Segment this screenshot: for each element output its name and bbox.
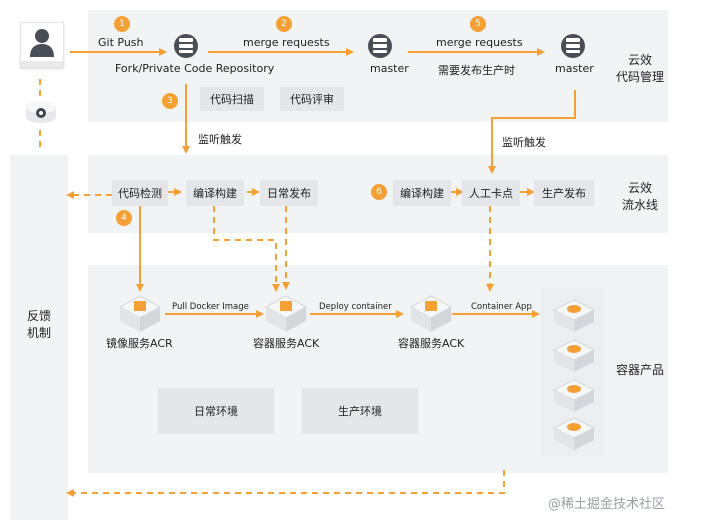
container-app-label: Container App bbox=[471, 302, 532, 312]
ack-label-1: 容器服务ACK bbox=[253, 337, 320, 350]
acr-label: 镜像服务ACR bbox=[106, 337, 173, 350]
daily-env-box: 日常环境 bbox=[158, 388, 274, 434]
master-2: master bbox=[555, 62, 594, 75]
daily-release-box[interactable]: 日常发布 bbox=[260, 180, 318, 206]
prod-env-box: 生产环境 bbox=[302, 388, 418, 434]
code-detect-box[interactable]: 代码检测 bbox=[112, 180, 168, 206]
feedback-label: 反馈 机制 bbox=[26, 309, 51, 340]
merge-requests-1: merge requests bbox=[243, 36, 330, 49]
release-note: 需要发布生产时 bbox=[438, 64, 515, 77]
step-2: 2 bbox=[276, 16, 292, 32]
step-1: 1 bbox=[114, 16, 130, 32]
git-push-label: Git Push bbox=[98, 36, 144, 49]
manual-gate-box[interactable]: 人工卡点 bbox=[462, 180, 520, 206]
step-6: 6 bbox=[371, 184, 387, 200]
deploy-container-label: Deploy container bbox=[319, 302, 392, 312]
listen-trigger-1: 监听触发 bbox=[198, 133, 242, 146]
step-3: 3 bbox=[162, 93, 178, 109]
container-lane-label: 容器产品 bbox=[615, 363, 664, 377]
master-1: master bbox=[370, 62, 409, 75]
step-4: 4 bbox=[116, 210, 132, 226]
user-node[interactable] bbox=[20, 22, 64, 68]
step-5: 5 bbox=[470, 16, 486, 32]
user-icon bbox=[30, 29, 54, 57]
container-app-stack bbox=[541, 288, 605, 456]
pipeline-lane-label: 云效 流水线 bbox=[621, 181, 658, 212]
prod-release-box[interactable]: 生产发布 bbox=[534, 180, 594, 206]
watermark: @稀土掘金技术社区 bbox=[548, 497, 666, 512]
build-box-2[interactable]: 编译构建 bbox=[393, 180, 451, 206]
listen-trigger-2: 监听触发 bbox=[502, 136, 546, 149]
feedback-sidebar bbox=[10, 155, 68, 520]
code-scan-box[interactable]: 代码扫描 bbox=[200, 87, 264, 111]
code-review-box[interactable]: 代码评审 bbox=[280, 87, 344, 111]
build-box-1[interactable]: 编译构建 bbox=[186, 180, 244, 206]
pull-image-label: Pull Docker Image bbox=[172, 302, 249, 312]
code-lane-label: 云效 代码管理 bbox=[615, 53, 664, 84]
merge-requests-2: merge requests bbox=[436, 36, 523, 49]
fork-repo-label: Fork/Private Code Repository bbox=[115, 62, 275, 75]
ack-label-2: 容器服务ACK bbox=[398, 337, 465, 350]
